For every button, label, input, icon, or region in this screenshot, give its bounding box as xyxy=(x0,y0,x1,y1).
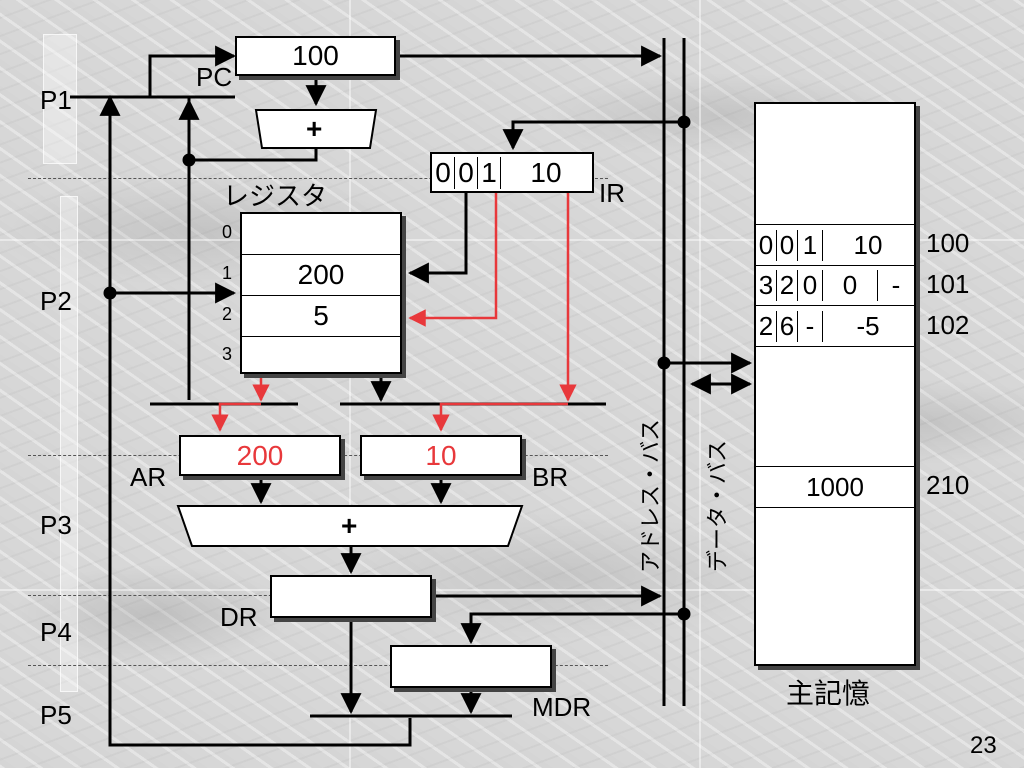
memory-cell: 3 xyxy=(756,269,777,301)
page-number: 23 xyxy=(970,732,997,759)
data-bus-label: データ・バス xyxy=(705,439,731,573)
memory-cell: - xyxy=(798,310,823,342)
ir-label: IR xyxy=(599,178,625,208)
phase-separator xyxy=(28,178,608,179)
br-label: BR xyxy=(532,462,569,492)
pc-label: PC xyxy=(196,62,233,92)
memory-cell: 0 xyxy=(823,269,878,301)
ir-register: 0 0 1 10 xyxy=(430,152,594,193)
memory-address: 210 xyxy=(926,470,970,500)
mdr-label: MDR xyxy=(532,692,592,722)
mdr-register xyxy=(390,645,552,688)
phase-label-p3: P3 xyxy=(40,510,72,540)
register-index: 0 xyxy=(222,222,233,242)
register-index: 2 xyxy=(222,304,233,324)
register-index: 1 xyxy=(222,263,233,283)
ir-cell: 0 xyxy=(432,156,455,189)
memory-cell: 10 xyxy=(853,229,883,260)
memory-cell: 0 xyxy=(798,269,823,301)
br-register: 10 xyxy=(360,435,522,476)
memory-cell: 1 xyxy=(798,229,823,261)
main-memory: 0 0 1 10 3 2 0 0 - 2 6 - -5 1000 xyxy=(754,102,916,666)
register-file-title: レジスタ xyxy=(223,181,328,211)
phase-label-p5: P5 xyxy=(40,700,72,730)
ir-cell: 1 xyxy=(478,156,501,189)
memory-cell: -5 xyxy=(856,310,880,341)
memory-cell: 0 xyxy=(756,229,777,261)
incrementer xyxy=(254,109,378,149)
address-bus-label: アドレス・バス xyxy=(638,418,664,574)
memory-cell: 2 xyxy=(777,269,798,301)
ir-cell: 0 xyxy=(455,156,478,189)
register-1: 200 xyxy=(242,255,400,296)
memory-address: 100 xyxy=(926,228,970,258)
memory-cell: 6 xyxy=(777,310,798,342)
alu-symbol: + xyxy=(341,510,358,541)
memory-cell: 0 xyxy=(777,229,798,261)
phase-strip-p1 xyxy=(43,34,77,164)
main-memory-title: 主記憶 xyxy=(786,678,871,709)
register-0 xyxy=(242,214,400,255)
memory-cell: - xyxy=(891,269,901,300)
register-2: 5 xyxy=(242,296,400,337)
pc-value: 100 xyxy=(292,40,339,71)
incrementer-symbol: + xyxy=(306,113,323,144)
memory-cell: 1000 xyxy=(806,471,864,502)
phase-label-p2: P2 xyxy=(40,286,72,316)
register-3 xyxy=(242,337,400,375)
memory-cell: 2 xyxy=(756,310,777,342)
dr-register xyxy=(270,575,432,618)
ir-cell: 10 xyxy=(530,156,562,188)
memory-row-100: 0 0 1 10 xyxy=(756,224,914,266)
alu xyxy=(176,505,524,547)
memory-address: 101 xyxy=(926,269,970,299)
register-index: 3 xyxy=(222,344,233,364)
phase-separator xyxy=(28,665,608,666)
phase-strip-p2-p5 xyxy=(60,196,78,692)
ar-register: 200 xyxy=(179,435,341,476)
ar-value: 200 xyxy=(236,439,284,471)
memory-address: 102 xyxy=(926,310,970,340)
dr-label: DR xyxy=(220,602,258,632)
pc-register: 100 xyxy=(235,36,396,76)
br-value: 10 xyxy=(425,439,457,471)
memory-row-102: 2 6 - -5 xyxy=(756,306,914,347)
phase-label-p1: P1 xyxy=(40,85,72,115)
phase-label-p4: P4 xyxy=(40,617,72,647)
register-file: 200 5 xyxy=(240,212,402,374)
ar-label: AR xyxy=(130,462,167,492)
memory-row-210: 1000 xyxy=(756,466,914,508)
memory-row-101: 3 2 0 0 - xyxy=(756,265,914,306)
